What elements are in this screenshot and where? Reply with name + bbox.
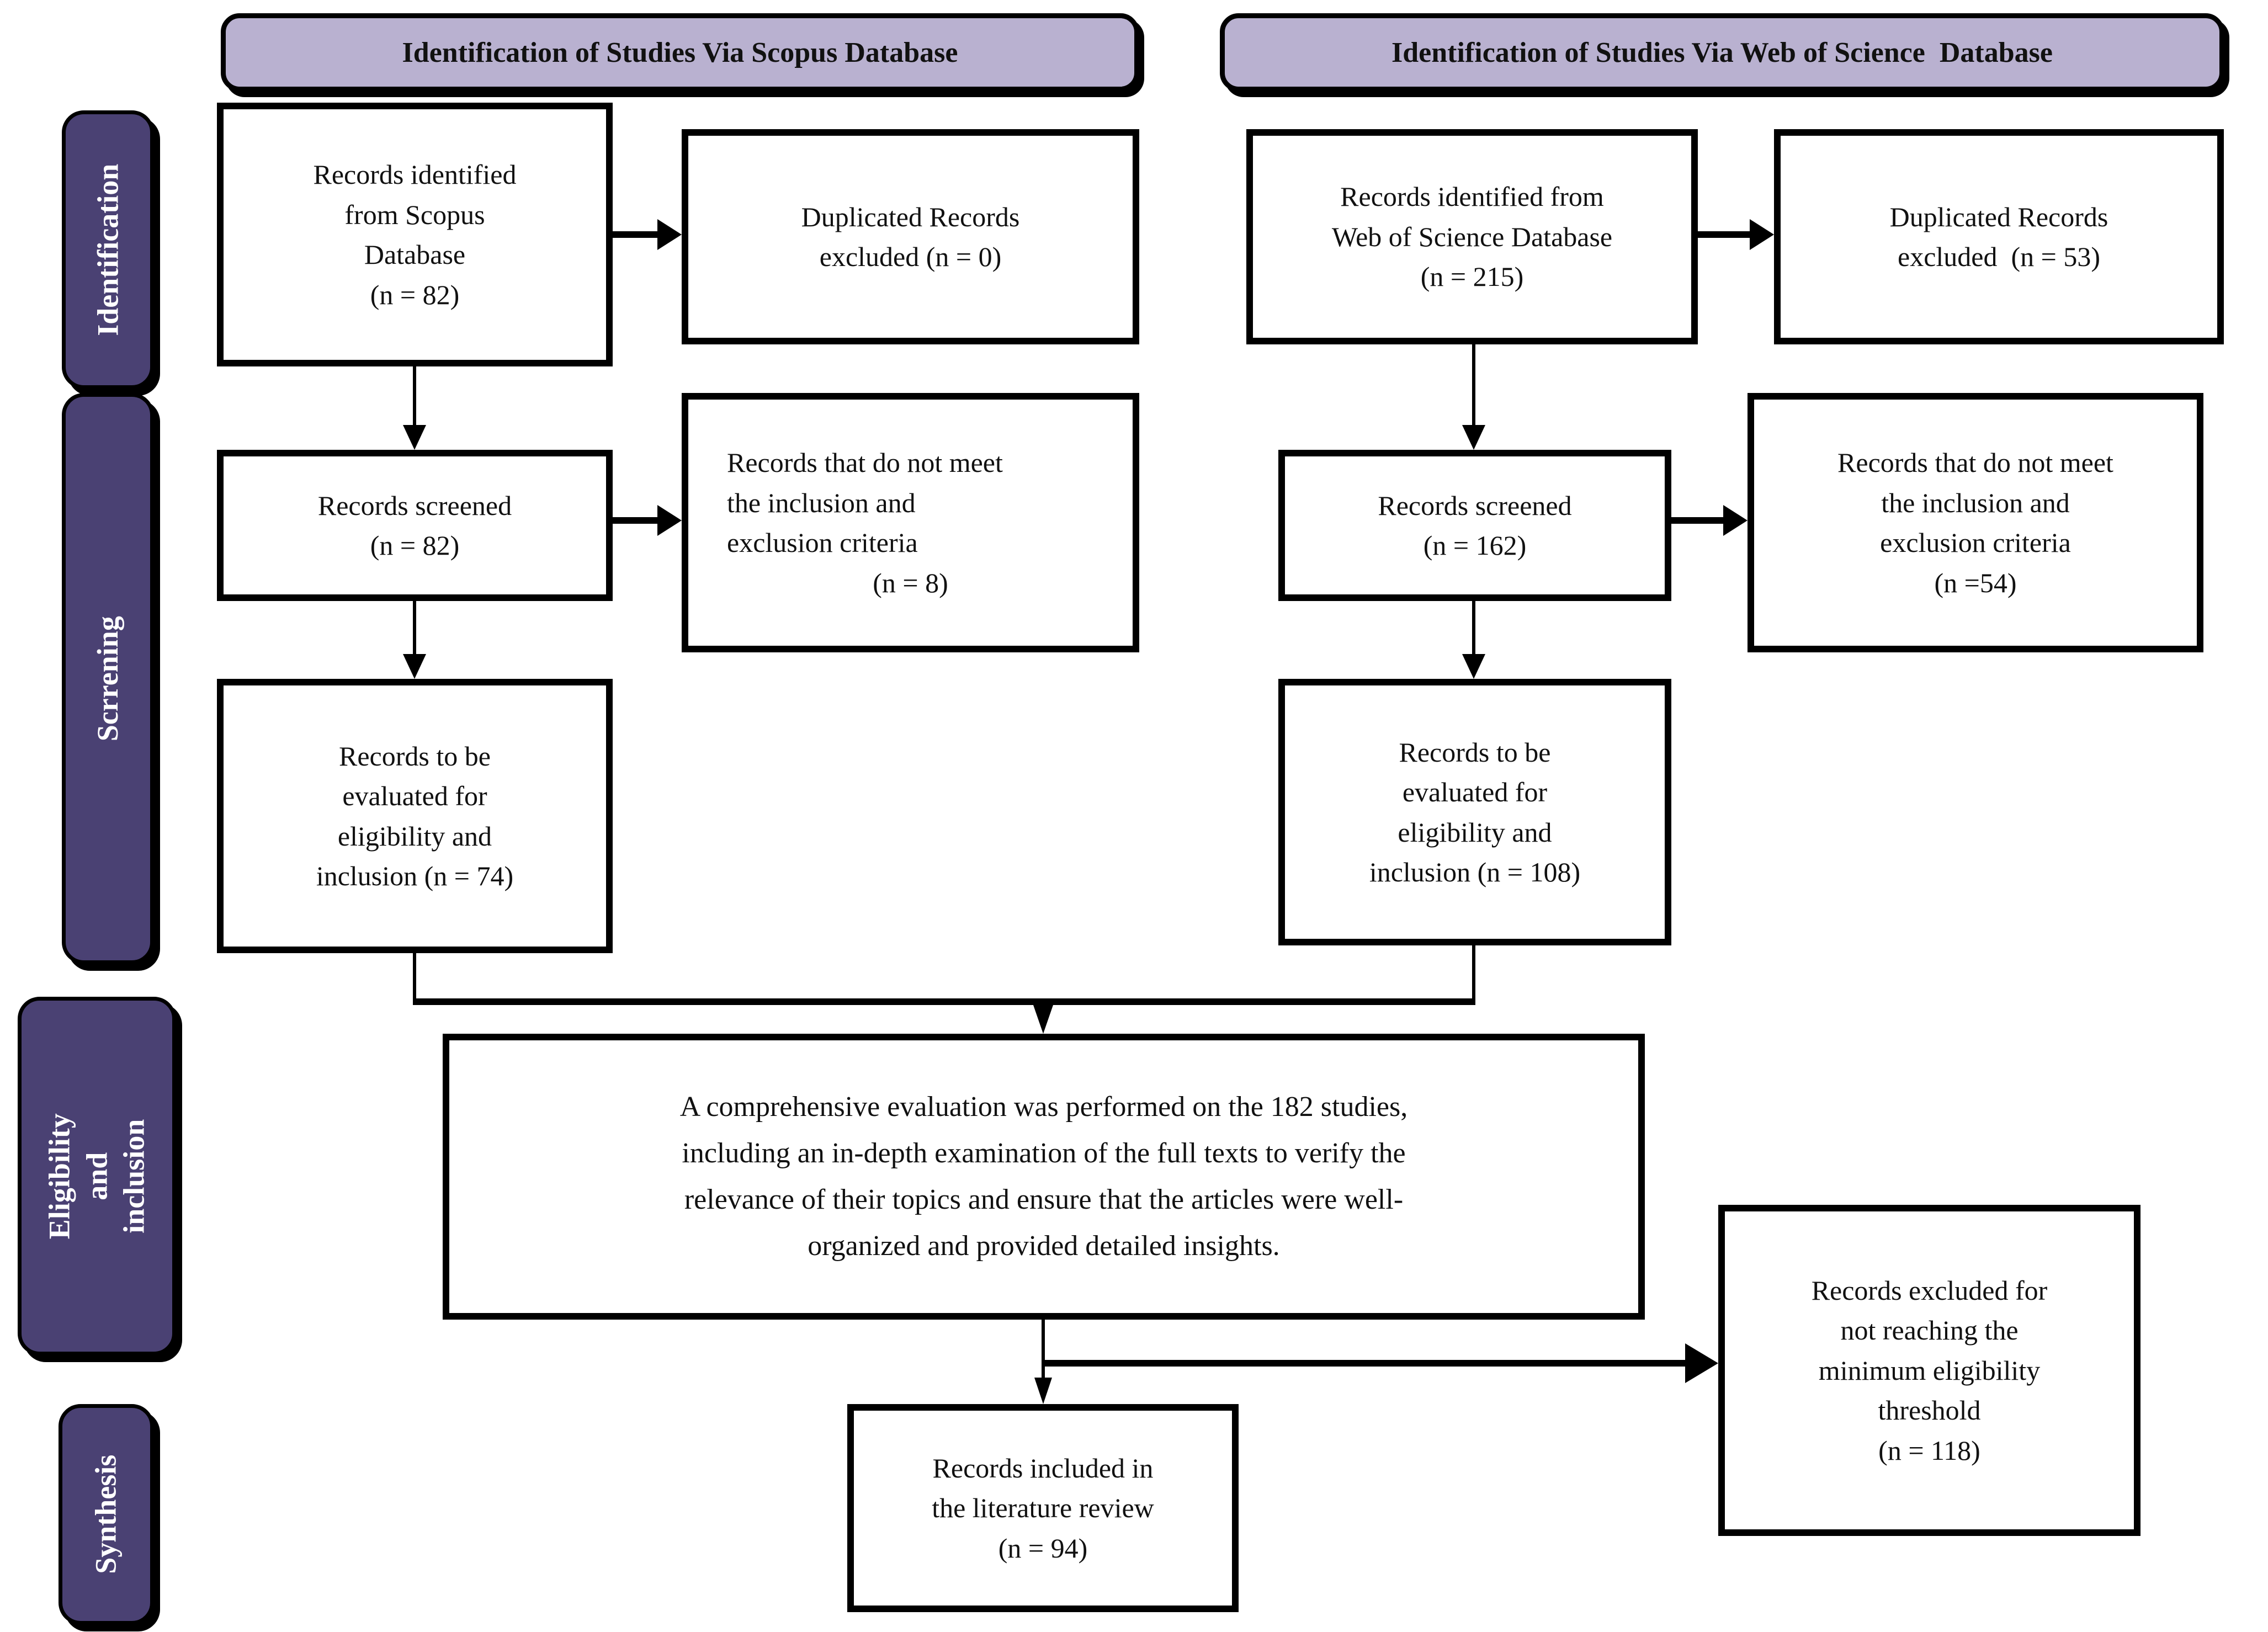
- arrow-evaluation-to-included-shaft: [1042, 1320, 1045, 1380]
- arrow-merge-to-evaluation-head: [1033, 1005, 1053, 1034]
- node-scopus-duplicates-excluded: Duplicated Records excluded (n = 0): [682, 129, 1139, 344]
- node-wos-not-meeting-criteria: Records that do not meet the inclusion a…: [1748, 393, 2203, 652]
- arrow-wos-screened-to-criteria-head: [1723, 505, 1748, 536]
- node-scopus-not-meeting-criteria-text: Records that do not meet the inclusion a…: [727, 447, 1003, 558]
- merge-horizontal-line: [413, 998, 1475, 1005]
- arrow-scopus-identified-to-duplicates-head: [657, 219, 682, 250]
- stage-identification: Identification: [62, 110, 154, 389]
- arrow-scopus-identified-to-duplicates-shaft: [613, 231, 657, 238]
- arrow-scopus-screened-to-criteria-shaft: [613, 517, 657, 524]
- node-scopus-records-to-be-evaluated: Records to be evaluated for eligibility …: [217, 679, 613, 953]
- stage-eligibility-inclusion-label: Eligibility and inclusion: [43, 1113, 151, 1240]
- node-records-included: Records included in the literature revie…: [847, 1404, 1239, 1612]
- node-scopus-records-identified: Records identified from Scopus Database …: [217, 103, 613, 366]
- header-wos-label: Identification of Studies Via Web of Sci…: [1391, 36, 2053, 68]
- arrow-wos-identified-to-duplicates-head: [1750, 219, 1774, 250]
- stage-identification-label: Identification: [91, 163, 124, 336]
- node-wos-duplicates-excluded: Duplicated Records excluded (n = 53): [1774, 129, 2224, 344]
- arrow-evaluation-to-included-head: [1034, 1378, 1052, 1404]
- node-wos-records-screened: Records screened (n = 162): [1278, 450, 1671, 601]
- arrow-wos-identified-to-screened-shaft: [1472, 344, 1475, 425]
- header-scopus-database: Identification of Studies Via Scopus Dat…: [221, 13, 1139, 92]
- node-scopus-records-screened: Records screened (n = 82): [217, 450, 613, 601]
- header-scopus-label: Identification of Studies Via Scopus Dat…: [402, 36, 958, 68]
- arrow-wos-identified-to-screened-head: [1462, 425, 1485, 450]
- arrow-scopus-identified-to-screened-head: [403, 425, 426, 450]
- node-wos-records-to-be-evaluated: Records to be evaluated for eligibility …: [1278, 679, 1671, 945]
- node-scopus-not-meeting-criteria-count: (n = 8): [873, 567, 948, 598]
- node-wos-not-meeting-criteria-text: Records that do not meet the inclusion a…: [1837, 447, 2113, 598]
- arrow-evaluation-to-excluded-shaft: [1042, 1360, 1685, 1367]
- stage-synthesis-label: Synthesis: [89, 1454, 123, 1575]
- header-web-of-science-database: Identification of Studies Via Web of Sci…: [1220, 13, 2224, 92]
- arrow-wos-screened-to-evaluated-shaft: [1472, 601, 1475, 654]
- node-records-excluded-threshold: Records excluded for not reaching the mi…: [1718, 1205, 2140, 1536]
- node-wos-duplicates-excluded-text: Duplicated Records excluded (n = 53): [1889, 201, 2108, 273]
- stage-screening: Scrrening: [62, 393, 154, 964]
- node-scopus-not-meeting-criteria: Records that do not meet the inclusion a…: [682, 393, 1139, 652]
- arrow-evaluation-to-excluded-head: [1685, 1343, 1718, 1383]
- arrow-wos-screened-to-evaluated-head: [1462, 654, 1485, 679]
- node-records-excluded-threshold-text: Records excluded for not reaching the mi…: [1811, 1274, 2048, 1466]
- arrow-wos-screened-to-criteria-shaft: [1671, 517, 1723, 524]
- arrow-scopus-screened-to-criteria-head: [657, 505, 682, 536]
- arrow-scopus-screened-to-evaluated-shaft: [413, 601, 416, 654]
- node-wos-records-to-be-evaluated-text: Records to be evaluated for eligibility …: [1369, 736, 1581, 888]
- node-comprehensive-evaluation: A comprehensive evaluation was performed…: [443, 1034, 1645, 1320]
- node-scopus-records-identified-text: Records identified from Scopus Database …: [313, 159, 517, 310]
- node-records-included-text: Records included in the literature revie…: [932, 1452, 1154, 1564]
- merge-right-drop-line: [1472, 945, 1475, 1005]
- arrow-scopus-identified-to-screened-shaft: [413, 366, 416, 425]
- merge-left-drop-line: [413, 953, 416, 1005]
- stage-synthesis: Synthesis: [59, 1404, 154, 1625]
- node-comprehensive-evaluation-text: A comprehensive evaluation was performed…: [679, 1091, 1408, 1262]
- node-wos-records-identified: Records identified from Web of Science D…: [1246, 129, 1698, 344]
- stage-screening-label: Scrrening: [91, 616, 124, 741]
- node-scopus-records-screened-text: Records screened (n = 82): [317, 490, 512, 561]
- arrow-scopus-screened-to-evaluated-head: [403, 654, 426, 679]
- node-scopus-records-to-be-evaluated-text: Records to be evaluated for eligibility …: [316, 740, 514, 892]
- arrow-wos-identified-to-duplicates-shaft: [1698, 231, 1750, 238]
- node-wos-records-screened-text: Records screened (n = 162): [1378, 490, 1572, 561]
- node-wos-records-identified-text: Records identified from Web of Science D…: [1331, 181, 1613, 293]
- stage-eligibility-inclusion: Eligibility and inclusion: [18, 997, 176, 1355]
- node-scopus-duplicates-excluded-text: Duplicated Records excluded (n = 0): [801, 201, 1020, 273]
